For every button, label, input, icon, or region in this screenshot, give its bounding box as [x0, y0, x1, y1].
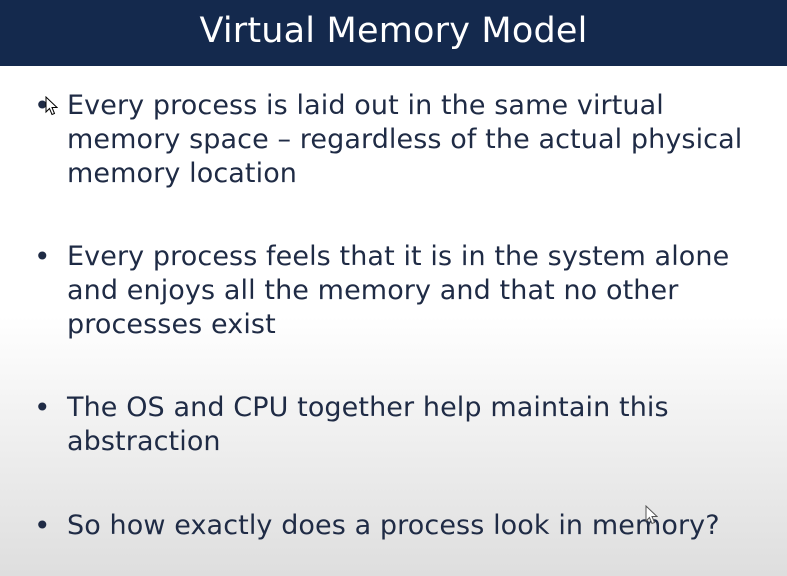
- bullet-icon: •: [34, 240, 51, 273]
- bullet-text: Every process feels that it is in the sy…: [67, 241, 730, 340]
- bullet-text: The OS and CPU together help maintain th…: [67, 392, 669, 457]
- slide-title-bar: Virtual Memory Model: [0, 0, 787, 66]
- bullet-icon: •: [34, 391, 51, 424]
- slide-title: Virtual Memory Model: [199, 11, 588, 51]
- bullet-text: So how exactly does a process look in me…: [67, 510, 720, 541]
- mouse-pointer-icon: [645, 505, 658, 525]
- mouse-pointer-icon: [45, 96, 58, 116]
- bullet-icon: •: [34, 509, 51, 542]
- bullet-text: Every process is laid out in the same vi…: [67, 90, 743, 189]
